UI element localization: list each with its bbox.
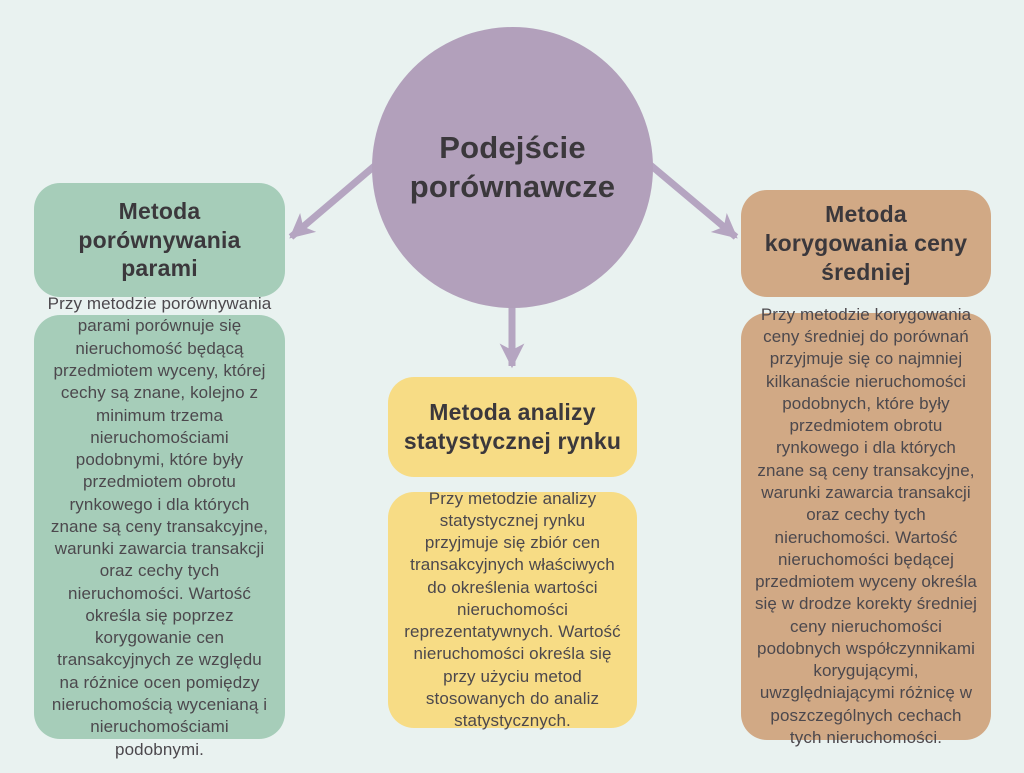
branch-right-title: Metoda korygowania ceny średniej: [764, 201, 968, 285]
branch-left-title: Metoda porównywania parami: [78, 197, 241, 282]
root-node-title: Podejście porównawcze: [409, 129, 616, 204]
branch-center-title: Metoda analizy statystycznej rynku: [403, 399, 622, 454]
branch-right-body: Przy metodzie korygowania ceny średniej …: [754, 304, 978, 747]
branch-right-title-box: Metoda korygowania ceny średniej: [741, 190, 991, 297]
branch-center-body: Przy metodzie analizy statystycznej rynk…: [404, 488, 621, 731]
branch-center-body-box: Przy metodzie analizy statystycznej rynk…: [388, 489, 637, 730]
branch-left-body: Przy metodzie porównywania parami porówn…: [47, 294, 272, 759]
branch-left-body-box: Przy metodzie porównywania parami porówn…: [34, 294, 285, 759]
branch-left-title-box: Metoda porównywania parami: [34, 183, 285, 297]
branch-right-body-box: Przy metodzie korygowania ceny średniej …: [741, 305, 991, 747]
branch-center-title-box: Metoda analizy statystycznej rynku: [388, 377, 637, 477]
arrow-to-left-branch: [288, 160, 381, 240]
arrow-to-right-branch: [645, 160, 739, 240]
root-node: Podejście porównawcze: [372, 27, 653, 308]
